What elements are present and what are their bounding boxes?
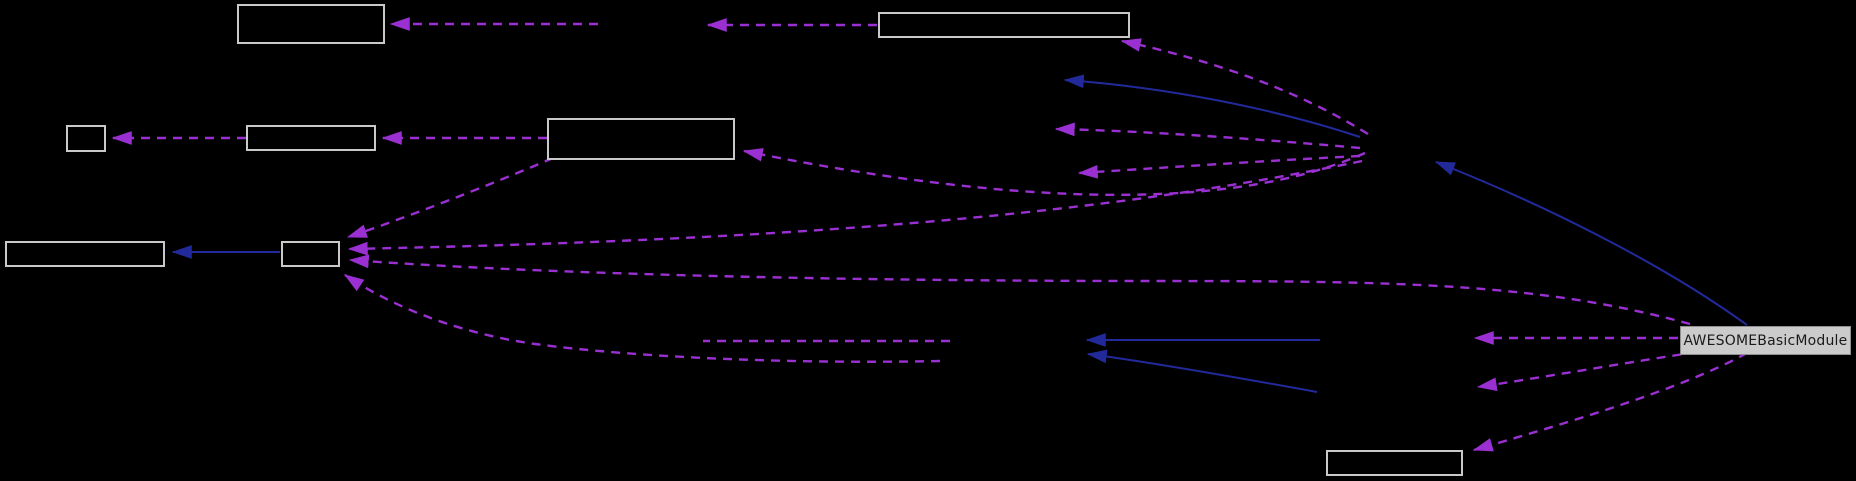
edge-awesome-top-to-hub	[1434, 161, 1748, 326]
node-box-top-left[interactable]	[237, 4, 385, 44]
edge-blue-mid-diagonal	[1086, 349, 1318, 393]
node-box-mid-left[interactable]	[246, 125, 376, 151]
node-box-lower-left[interactable]	[5, 241, 165, 267]
edge-awesome-to-bottom-box	[1472, 351, 1748, 452]
edge-hub-to-top-middle-corner	[1120, 38, 1369, 136]
edge-awesome-to-lower-small	[348, 254, 1691, 326]
edge-centercorner-to-small	[346, 156, 554, 239]
edge-mid-curve-to-lower-small	[343, 274, 941, 363]
edge-hub-to-mid-upper	[1054, 122, 1361, 150]
node-box-center[interactable]	[547, 118, 735, 160]
edge-hub-to-center-box	[742, 147, 1366, 196]
edge-hub-to-lower-small	[347, 159, 1363, 256]
edge-hub-to-upper-blue	[1063, 74, 1361, 138]
node-box-small-left[interactable]	[66, 125, 106, 152]
node-box-top-middle[interactable]	[878, 12, 1130, 38]
node-awesome-basic-module[interactable]: AWESOMEBasicModule	[1680, 326, 1851, 355]
node-box-bottom[interactable]	[1326, 450, 1463, 476]
edge-hub-to-mid-lower	[1077, 154, 1361, 179]
main-node-label: AWESOMEBasicModule	[1683, 332, 1848, 349]
node-box-lower-small[interactable]	[281, 241, 340, 267]
edge-awesome-corner-arrow	[1476, 350, 1698, 392]
